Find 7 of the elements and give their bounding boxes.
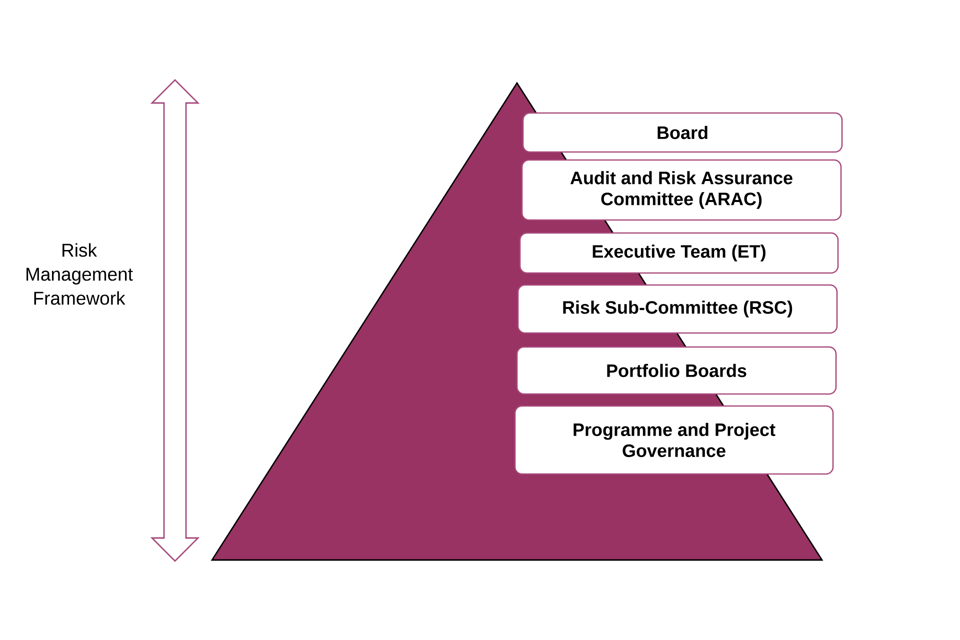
committee-box: Audit and Risk Assurance Committee (ARAC) xyxy=(521,159,842,221)
committee-box: Board xyxy=(522,112,843,153)
committee-box: Portfolio Boards xyxy=(516,346,837,395)
framework-label: Risk Management Framework xyxy=(26,243,133,305)
committee-box: Programme and Project Governance xyxy=(514,405,834,475)
committee-box: Risk Sub-Committee (RSC) xyxy=(517,284,838,334)
committee-box: Executive Team (ET) xyxy=(519,232,839,274)
